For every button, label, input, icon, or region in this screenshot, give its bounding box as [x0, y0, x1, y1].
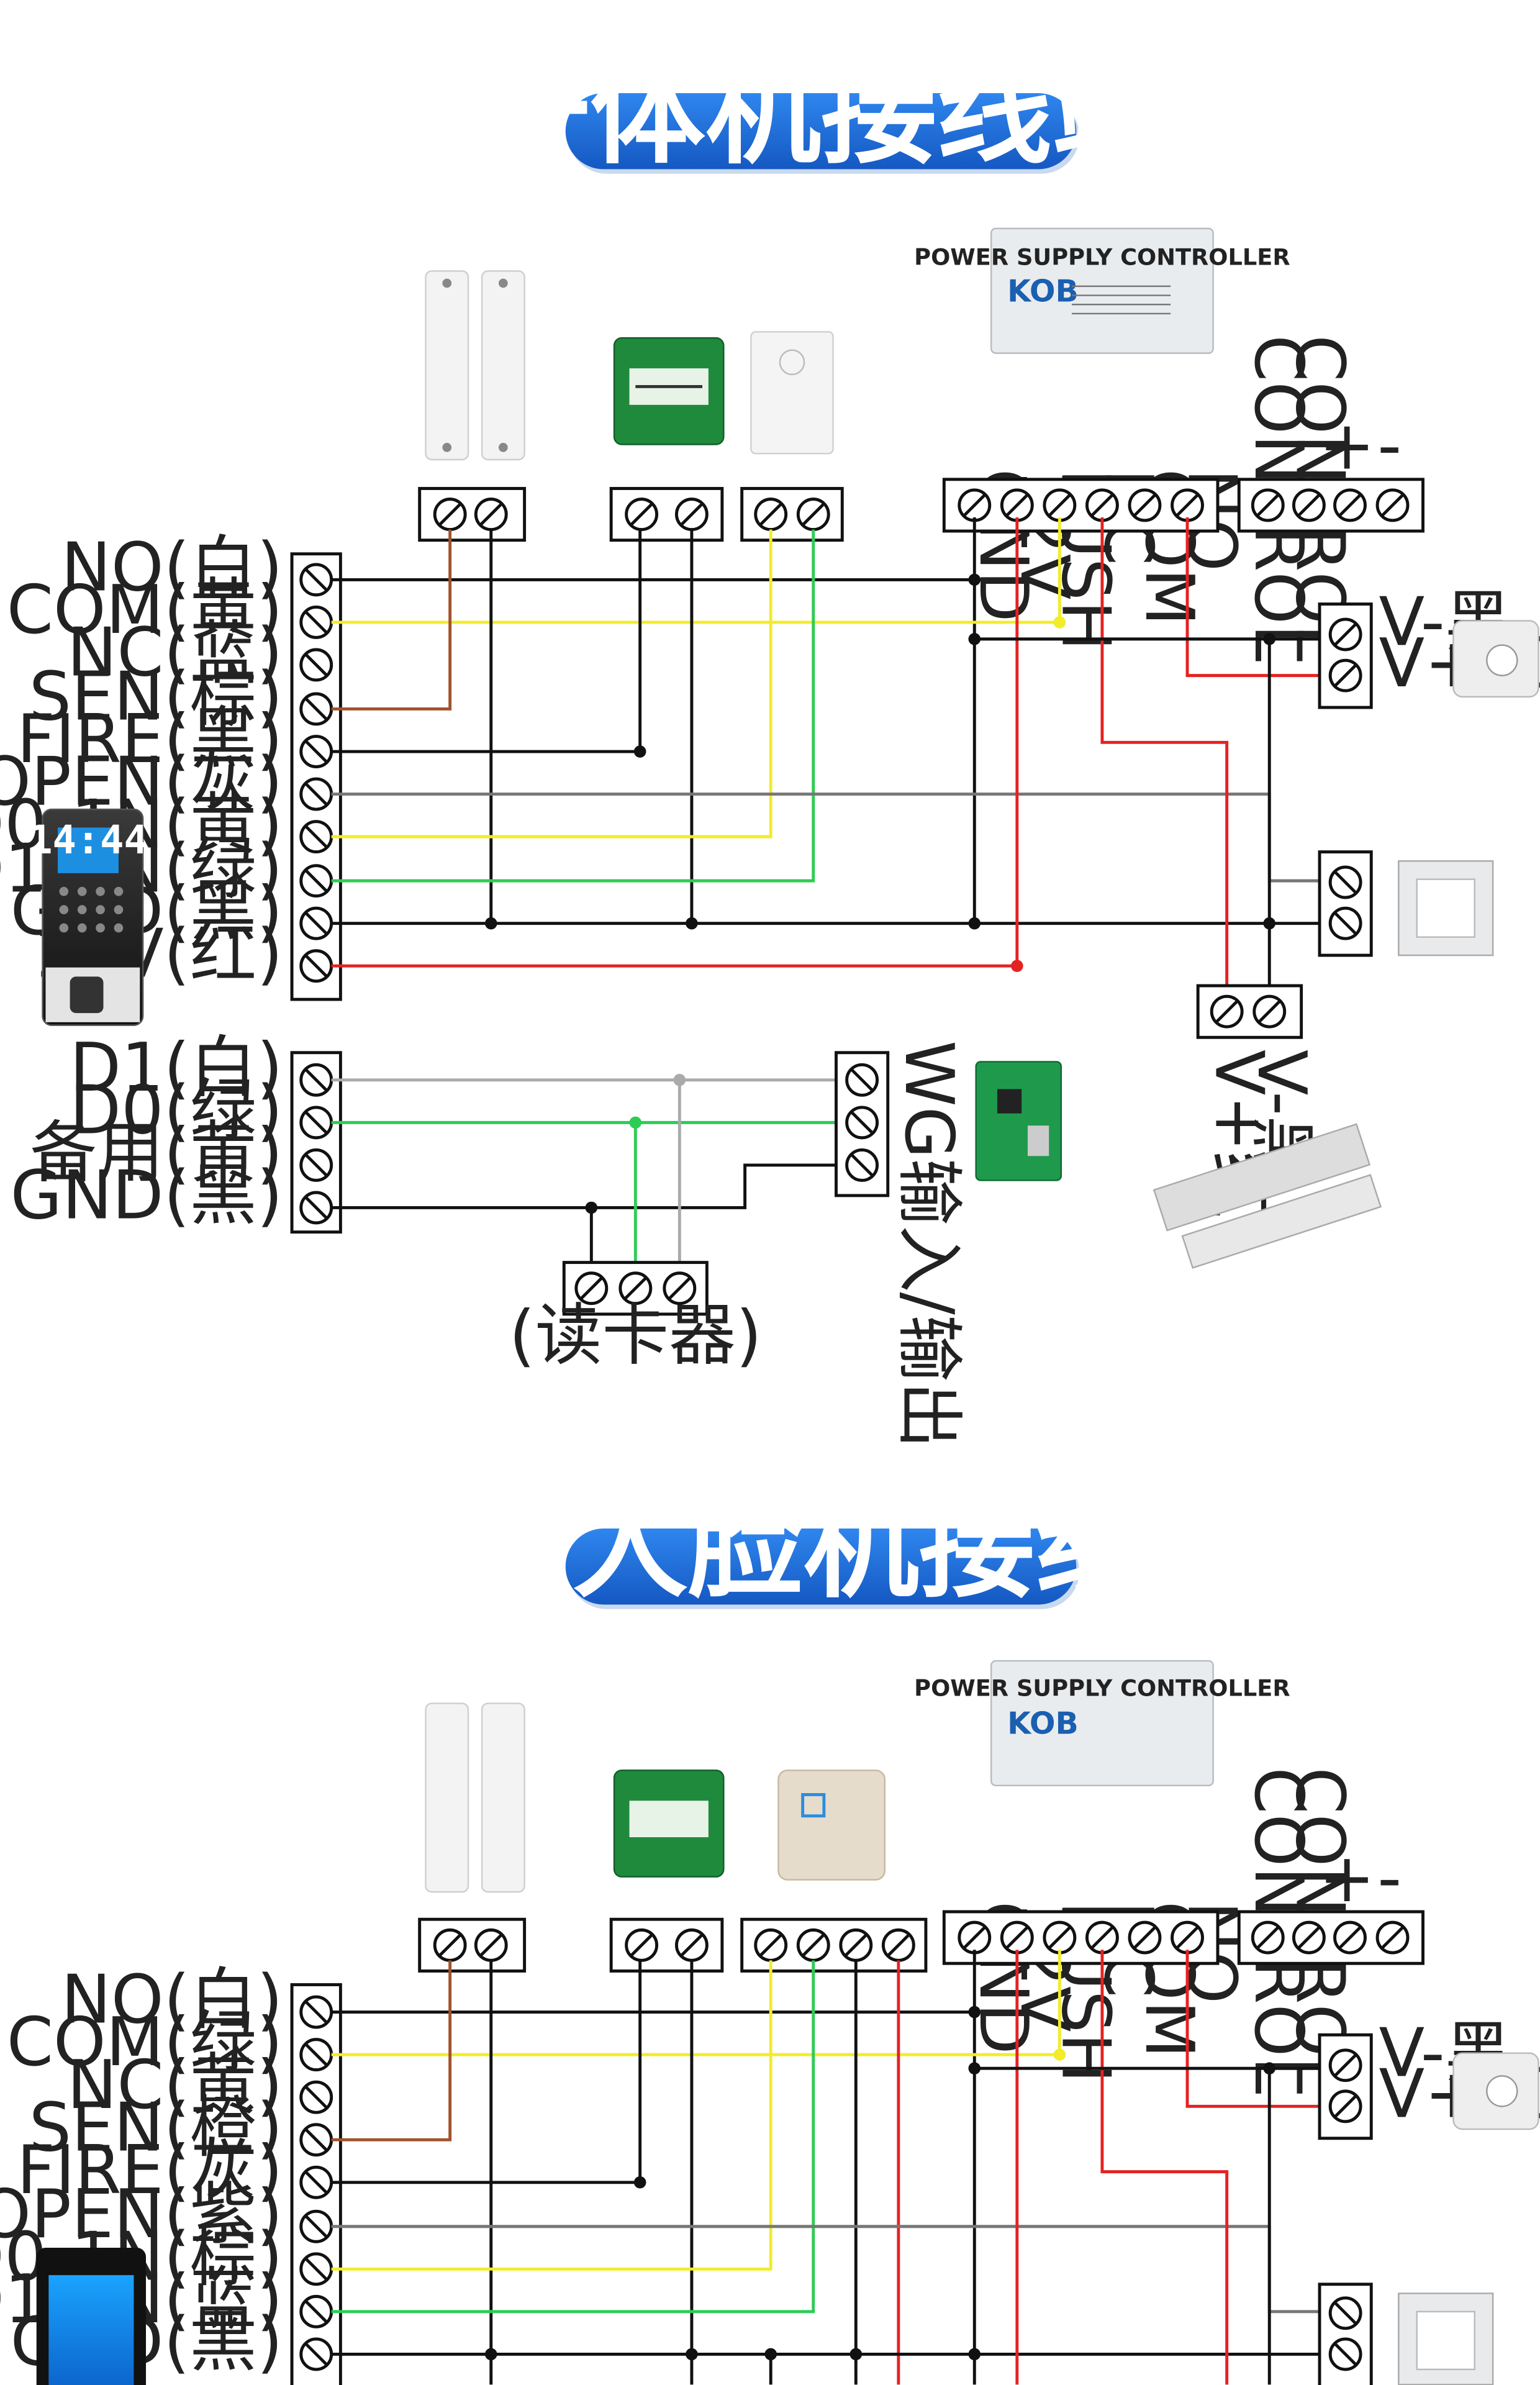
- terminal2-open: OPEN(紫): [0, 2176, 283, 2253]
- left-terminal-labels-1: NO(白) COM(黄) NC(蓝) SEN(棕) FIRE(黑) OPEN(灰…: [0, 529, 283, 993]
- terminal-fire: FIRE(黑): [17, 701, 283, 778]
- wg-gnd: GND(黑): [11, 1157, 283, 1235]
- power-supply-image-2: POWER SUPPLY CONTROLLER KOB: [914, 1660, 1290, 1787]
- terminal-psu: [942, 478, 1220, 533]
- terminal-door-sensor: [418, 487, 527, 542]
- terminal2-com: COM(绿): [7, 2004, 283, 2081]
- psu-logo: KOB: [1007, 273, 1079, 309]
- terminal-no: NO(白): [61, 529, 283, 607]
- section1-title: 一体机接线端: [474, 45, 1167, 179]
- control-minus: -: [1377, 407, 1402, 485]
- reader-terminal: (读卡器): [509, 1261, 762, 1374]
- terminal2-fire: FIRE(灰): [17, 2132, 283, 2209]
- terminal-sen: SEN(棕): [29, 658, 283, 736]
- terminal-open: OPEN(灰): [0, 743, 283, 821]
- junction-dots-2: [484, 2006, 1276, 2361]
- terminal2-no: NO(白): [61, 1961, 283, 2039]
- section2-title: 8寸人脸机接线端: [376, 1479, 1266, 1614]
- terminal2-nc: NC(黄): [67, 2047, 283, 2124]
- wg-io-label: WG输入/输出: [890, 1040, 967, 1448]
- device-screen-time: 14:44: [29, 817, 148, 863]
- terminal-siren: [740, 487, 844, 542]
- control-plus: +: [1319, 407, 1375, 485]
- psu-title-2: POWER SUPPLY CONTROLLER: [914, 1674, 1290, 1701]
- terminal-nc: NC(蓝): [67, 614, 283, 692]
- terminal-fire: [609, 487, 724, 542]
- door-sensor-image: [425, 270, 525, 461]
- wg-d0: D0(绿): [70, 1072, 283, 1150]
- fire-break-glass-image: [613, 337, 725, 445]
- terminal-push-button: [1318, 850, 1373, 957]
- power-supply-image: POWER SUPPLY CONTROLLER KOB: [914, 227, 1290, 354]
- junction-dots-1: [484, 573, 1276, 973]
- wg-io-terminal: WG输入/输出: [835, 1040, 967, 1448]
- wg-terminal-block: D1(白) D0(绿) 备用(黄) GND(黑): [11, 1029, 342, 1235]
- exit-button-image: [1452, 620, 1539, 698]
- card-reader-image: [777, 1769, 886, 1881]
- terminal-push-button-2: [1318, 2283, 1373, 2385]
- wg-d1: D1(白): [70, 1029, 283, 1107]
- siren-image: [750, 331, 834, 455]
- wires-wg: [331, 1074, 863, 1275]
- left-terminal-block-1: [290, 552, 342, 1001]
- control2-plus: +: [1319, 1840, 1375, 1917]
- reader-label: (读卡器): [509, 1297, 762, 1374]
- push-button-image-2: [1398, 2292, 1494, 2385]
- wg-board-image: [975, 1061, 1062, 1181]
- terminals-top-2: [418, 1910, 1424, 1973]
- access-control-device-image: 14:44: [29, 808, 148, 1026]
- face-recognition-device-image: [36, 2248, 147, 2385]
- push-button-image: [1398, 860, 1494, 956]
- section1-banner: 一体机接线端: [474, 45, 1167, 179]
- psu-title: POWER SUPPLY CONTROLLER: [914, 244, 1290, 271]
- exit-button-image-2: [1452, 2052, 1539, 2130]
- wg-spare: 备用(黄): [30, 1114, 283, 1192]
- terminal2-sen: SEN(橙): [29, 2089, 283, 2166]
- fire-break-glass-image-2: [613, 1769, 725, 1878]
- psu-logo-2: KOB: [1007, 1706, 1079, 1742]
- terminal-control: [1237, 478, 1424, 533]
- magnetic-lock-image: [1153, 1123, 1382, 1269]
- control2-minus: -: [1377, 1840, 1402, 1917]
- terminal-com: COM(黄): [7, 571, 283, 649]
- door-sensor-image-2: [425, 1702, 525, 1893]
- section2-banner: 8寸人脸机接线端: [376, 1479, 1266, 1614]
